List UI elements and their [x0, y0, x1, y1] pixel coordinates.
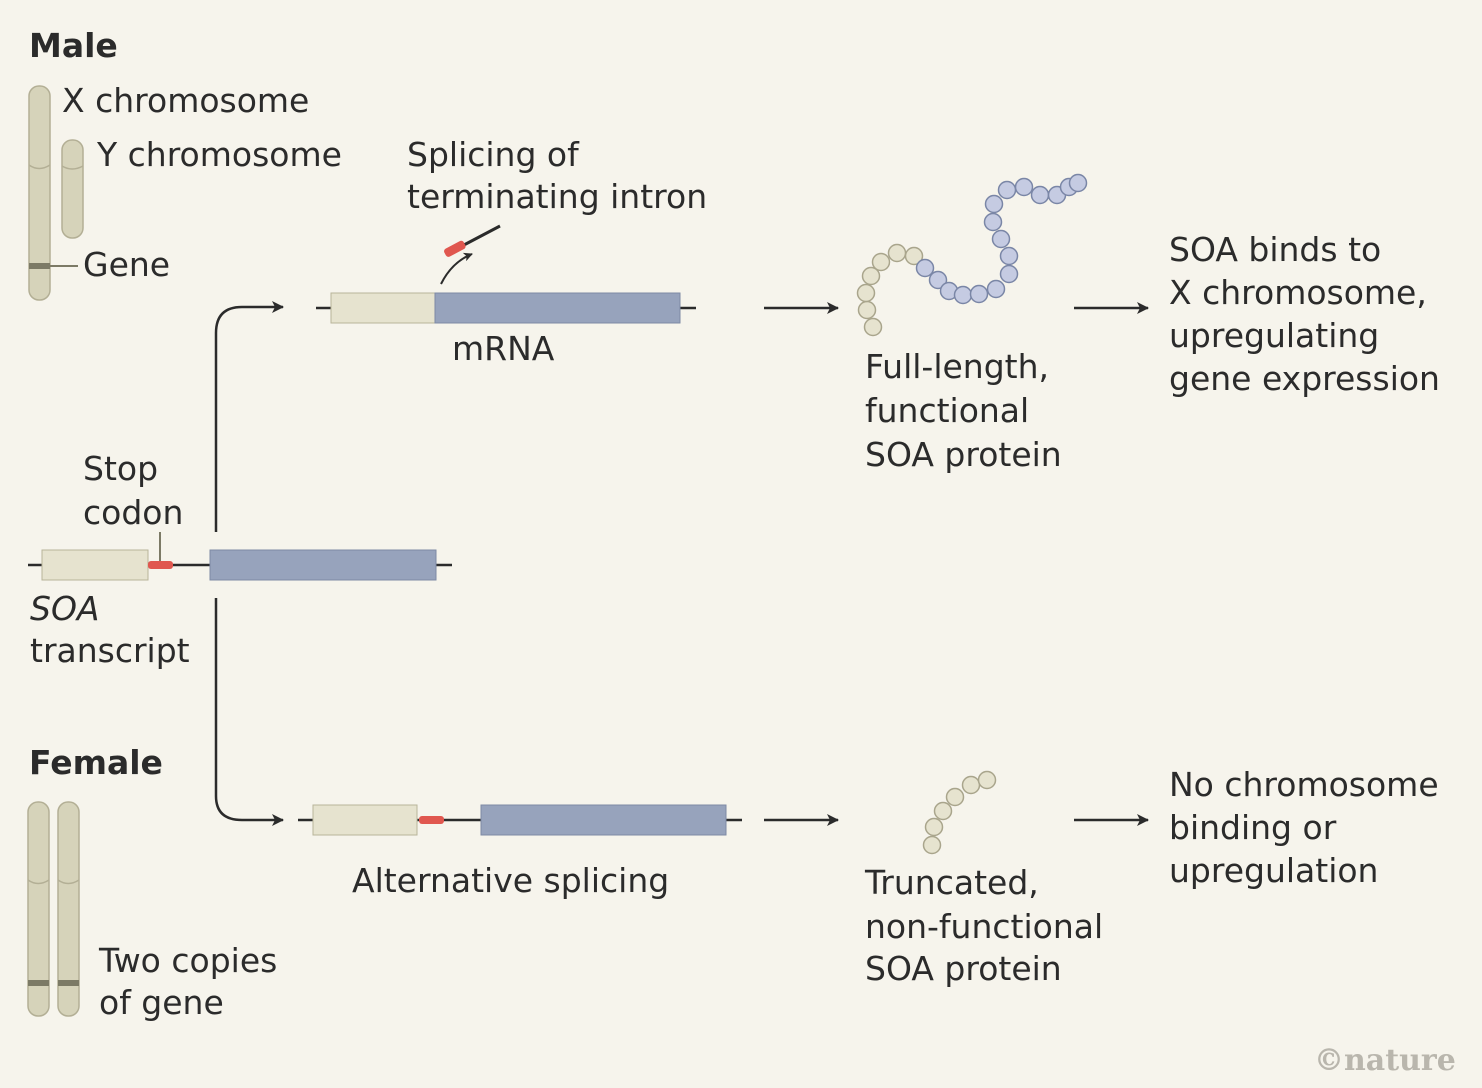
truncated-protein: [922, 770, 997, 855]
full-protein-amino-acid-bead: [986, 279, 1006, 299]
x-chromosome-left: [27, 801, 50, 1017]
x-chromosome-gene-band: [29, 263, 50, 269]
female-chromosomes: [27, 801, 80, 1017]
splicing-arrow: [440, 252, 473, 285]
full-protein-amino-acid-bead: [915, 258, 935, 278]
female-outcome-line2: binding or: [1169, 808, 1337, 847]
mrna-exon-blue: [434, 292, 681, 324]
nature-credit: ©nature: [1314, 1043, 1456, 1078]
truncated-protein-label-line2: non-functional: [865, 907, 1104, 946]
gene-copies-label-line2: of gene: [99, 983, 224, 1022]
soa-transcript-gene: [28, 532, 452, 581]
male-heading: Male: [29, 26, 118, 65]
transcript-name: SOA: [30, 589, 100, 628]
full-length-protein: [856, 173, 1088, 337]
branch-arrow-down: [214, 598, 284, 826]
male-outcome-line2: X chromosome,: [1169, 273, 1427, 312]
female-mrna: [298, 804, 742, 836]
full-protein-amino-acid-bead: [861, 266, 881, 286]
male-outcome-line1: SOA binds to: [1169, 230, 1382, 269]
female-outcome-line3: upregulation: [1169, 851, 1379, 890]
gene-label: Gene: [83, 245, 171, 284]
male-chromosomes: [28, 85, 84, 301]
full-protein-amino-acid-bead: [969, 284, 989, 304]
full-protein-amino-acid-bead: [983, 212, 1003, 232]
x-chromosome-centromere: [28, 164, 51, 170]
truncated-protein-amino-acid-bead: [945, 787, 965, 807]
x-chromosome-left-gene-band: [28, 980, 49, 986]
female-stop-codon-segment: [419, 816, 444, 824]
full-protein-amino-acid-bead: [999, 246, 1019, 266]
full-protein-amino-acid-bead: [928, 270, 948, 290]
x-chromosome-left-centromere: [27, 879, 50, 885]
full-protein-amino-acid-bead: [863, 317, 883, 337]
spliced-intron-line: [461, 224, 501, 248]
x-chromosome-right: [57, 801, 80, 1017]
truncated-protein-label-line3: SOA protein: [865, 949, 1062, 988]
stop-codon-label-line2: codon: [83, 493, 184, 532]
transcript-label: transcript: [30, 631, 190, 670]
stop-codon-segment: [148, 561, 173, 569]
female-mrna-exon-light: [312, 804, 418, 836]
full-protein-label-line1: Full-length,: [865, 347, 1050, 386]
truncated-protein-label-line1: Truncated,: [865, 863, 1039, 902]
full-protein-amino-acid-bead: [953, 285, 973, 305]
y-chromosome-centromere: [61, 165, 84, 170]
transcript-exon-light: [41, 549, 149, 581]
y-chromosome-label: Y chromosome: [97, 135, 342, 174]
x-chromosome: [28, 85, 51, 301]
mrna-exon-light: [330, 292, 436, 324]
y-chromosome: [61, 139, 84, 239]
male-outcome-line4: gene expression: [1169, 359, 1440, 398]
full-protein-amino-acid-bead: [857, 300, 877, 320]
branch-arrow-up: [214, 301, 284, 532]
full-protein-amino-acid-bead: [871, 252, 891, 272]
truncated-protein-amino-acid-bead: [961, 775, 981, 795]
mrna-label: mRNA: [452, 329, 555, 368]
truncated-protein-amino-acid-bead: [924, 817, 944, 837]
splicing-label-line1: Splicing of: [407, 135, 579, 174]
truncated-protein-amino-acid-bead: [922, 835, 942, 855]
full-protein-amino-acid-bead: [904, 246, 924, 266]
full-protein-label-line3: SOA protein: [865, 435, 1062, 474]
truncated-protein-amino-acid-bead: [977, 770, 997, 790]
full-protein-amino-acid-bead: [1030, 185, 1050, 205]
full-protein-amino-acid-bead: [984, 194, 1004, 214]
x-chromosome-label: X chromosome: [62, 81, 310, 120]
full-protein-amino-acid-bead: [1014, 177, 1034, 197]
gene-copies-label-line1: Two copies: [99, 941, 278, 980]
male-mrna: [316, 224, 696, 324]
female-heading: Female: [29, 743, 163, 782]
female-outcome-line1: No chromosome: [1169, 765, 1439, 804]
male-outcome-line3: upregulating: [1169, 316, 1380, 355]
alternative-splicing-label: Alternative splicing: [352, 861, 670, 900]
transcript-exon-blue: [209, 549, 437, 581]
full-protein-amino-acid-bead: [856, 283, 876, 303]
x-chromosome-right-gene-band: [58, 980, 79, 986]
spliced-intron-segment: [444, 240, 466, 257]
full-protein-amino-acid-bead: [991, 229, 1011, 249]
truncated-protein-amino-acid-bead: [933, 801, 953, 821]
x-chromosome-right-centromere: [57, 879, 80, 885]
splicing-label-line2: terminating intron: [407, 177, 708, 216]
full-protein-amino-acid-bead: [1068, 173, 1088, 193]
stop-codon-label-line1: Stop: [83, 449, 159, 488]
full-protein-label-line2: functional: [865, 391, 1030, 430]
female-mrna-exon-blue: [480, 804, 727, 836]
full-protein-amino-acid-bead: [887, 243, 907, 263]
full-protein-amino-acid-bead: [999, 264, 1019, 284]
full-protein-amino-acid-bead: [997, 180, 1017, 200]
